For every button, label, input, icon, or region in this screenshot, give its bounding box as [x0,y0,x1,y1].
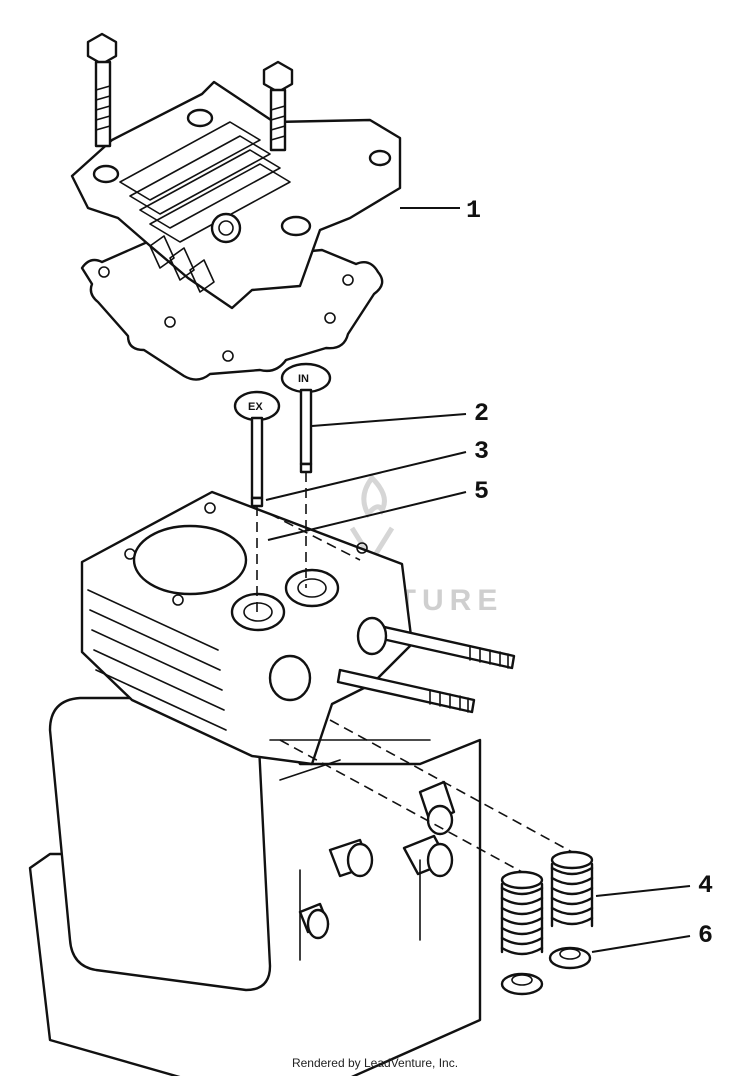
cylinder-head[interactable] [70,32,402,381]
callout-6: 6 [698,921,713,950]
callouts: 1 2 3 5 4 6 [265,196,713,953]
head-gasket [80,238,384,381]
exhaust-valve-mark: EX [248,401,263,413]
valve-spring-right[interactable] [550,850,594,928]
head-bolt-left [86,32,118,148]
callout-1: 1 [466,196,481,225]
valve-spring-left[interactable] [500,870,544,956]
block-side-panel [48,696,272,992]
exhaust-valve[interactable]: EX [233,390,281,508]
callout-4: 4 [698,871,713,900]
spring-retainer-right[interactable] [548,946,592,970]
footer-credit: Rendered by LeadVenture, Inc. [291,1056,459,1070]
callout-2: 2 [474,399,489,428]
callout-5: 5 [474,477,489,506]
intake-valve[interactable]: IN [280,362,332,474]
callout-3: 3 [474,437,489,466]
intake-valve-mark: IN [298,373,309,385]
engine-block[interactable] [28,490,516,1076]
head-bolt-right [262,60,294,152]
spring-retainer-left[interactable] [500,972,544,996]
head-body [70,80,402,310]
